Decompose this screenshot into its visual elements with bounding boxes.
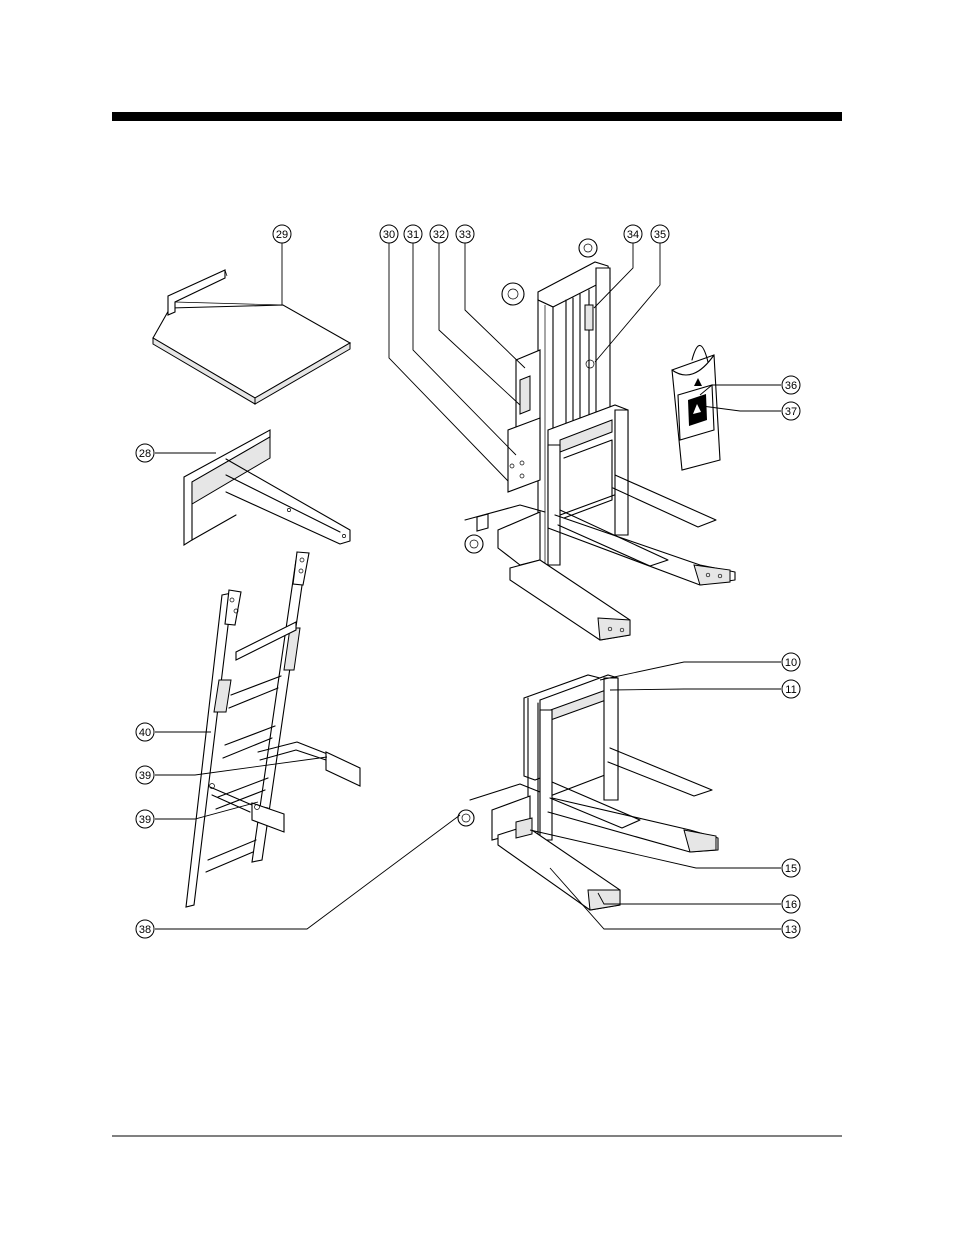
callout-37: 37: [782, 402, 800, 420]
callout-15: 15: [782, 859, 800, 877]
callout-32: 32: [430, 225, 448, 243]
callout-30: 30: [380, 225, 398, 243]
header-bar: [112, 112, 842, 121]
callout-label: 11: [785, 684, 796, 696]
callout-29: 29: [273, 225, 291, 243]
callout-label: 10: [785, 657, 797, 669]
callout-label: 36: [785, 380, 797, 392]
callout-label: 28: [139, 448, 151, 460]
callout-10: 10: [782, 653, 800, 671]
lower-lift-drawing: [458, 675, 718, 910]
callout-label: 32: [433, 229, 445, 241]
callout-label: 39: [139, 770, 151, 782]
callout-13: 13: [782, 920, 800, 938]
callout-39-lower: 39: [136, 810, 154, 828]
callout-label: 31: [407, 229, 419, 241]
callout-40: 40: [136, 723, 154, 741]
callout-label: 34: [627, 229, 639, 241]
callout-label: 33: [459, 229, 471, 241]
callout-label: 38: [139, 924, 151, 936]
callout-34: 34: [624, 225, 642, 243]
callout-39-upper: 39: [136, 766, 154, 784]
callout-label: 29: [276, 229, 288, 241]
callout-16: 16: [782, 895, 800, 913]
callout-33: 33: [456, 225, 474, 243]
callout-label: 30: [383, 229, 395, 241]
callout-label: 39: [139, 814, 151, 826]
callout-38: 38: [136, 920, 154, 938]
callout-label: 37: [785, 406, 797, 418]
callout-11: 11: [782, 680, 800, 698]
callout-label: 40: [139, 727, 151, 739]
callout-label: 13: [785, 924, 797, 936]
callout-label: 35: [654, 229, 666, 241]
ladder-drawing: [186, 552, 360, 907]
bracket-drawing: [184, 430, 350, 545]
callout-36: 36: [782, 376, 800, 394]
callout-label: 16: [785, 899, 797, 911]
callout-28: 28: [136, 444, 154, 462]
callout-31: 31: [404, 225, 422, 243]
shelf-drawing: [153, 270, 350, 404]
callout-35: 35: [651, 225, 669, 243]
callout-label: 15: [785, 863, 797, 875]
